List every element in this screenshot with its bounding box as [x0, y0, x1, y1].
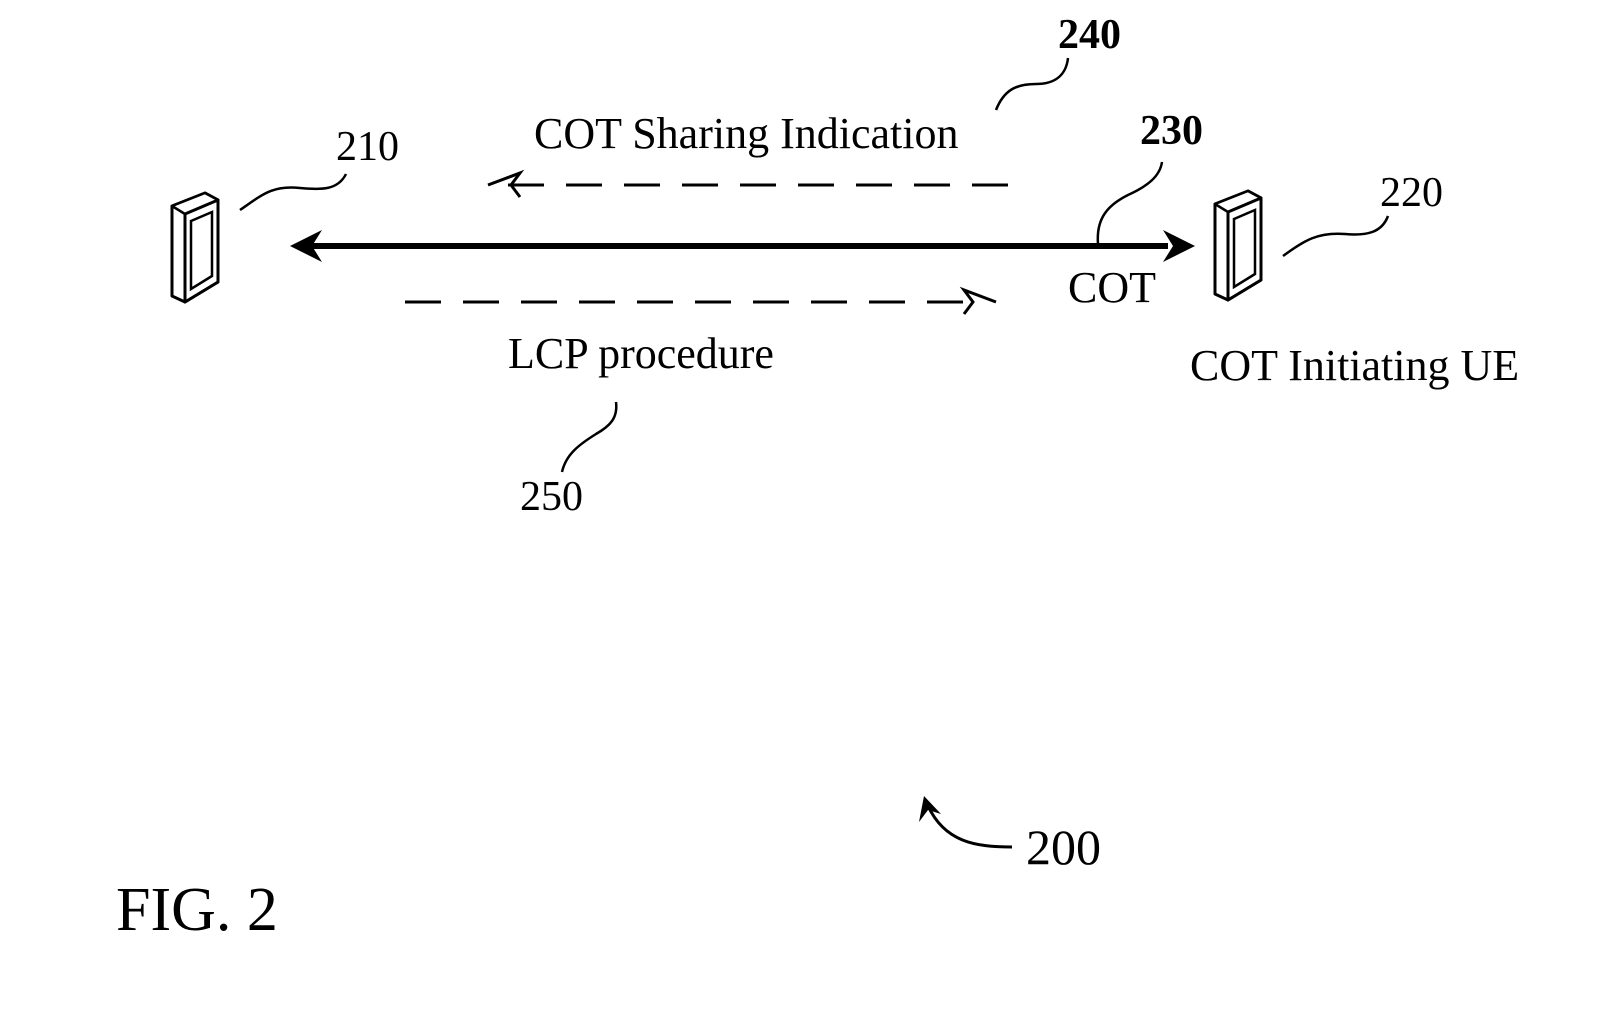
- cot-sharing-indication-arrow: [487, 169, 1025, 198]
- cot-sharing-indication-label: COT Sharing Indication: [534, 109, 958, 158]
- device-220-label: COT Initiating UE: [1190, 341, 1519, 390]
- figure-reference-arrow: [919, 796, 1013, 849]
- leader-line-220: [1282, 215, 1390, 258]
- leader-line-240: [994, 57, 1070, 111]
- leader-line-210: [239, 173, 348, 212]
- leader-line-250: [560, 401, 618, 473]
- lcp-procedure-label: LCP procedure: [508, 329, 774, 378]
- cot-label: COT: [1068, 263, 1156, 312]
- lcp-procedure-arrow: [405, 286, 997, 315]
- mobile-phone-icon: [1213, 189, 1263, 302]
- lcp-procedure-reference: 250: [520, 474, 583, 520]
- figure-title: FIG. 2: [116, 876, 278, 944]
- mobile-phone-icon: [170, 191, 220, 304]
- cot-sharing-indication-reference: 240: [1058, 12, 1121, 58]
- cot-arrow: [290, 230, 1195, 262]
- device-220-reference: 220: [1380, 170, 1443, 216]
- figure-reference: 200: [1026, 819, 1101, 875]
- device-210-reference: 210: [336, 124, 399, 170]
- cot-reference: 230: [1140, 108, 1203, 154]
- leader-line-230: [1096, 161, 1164, 245]
